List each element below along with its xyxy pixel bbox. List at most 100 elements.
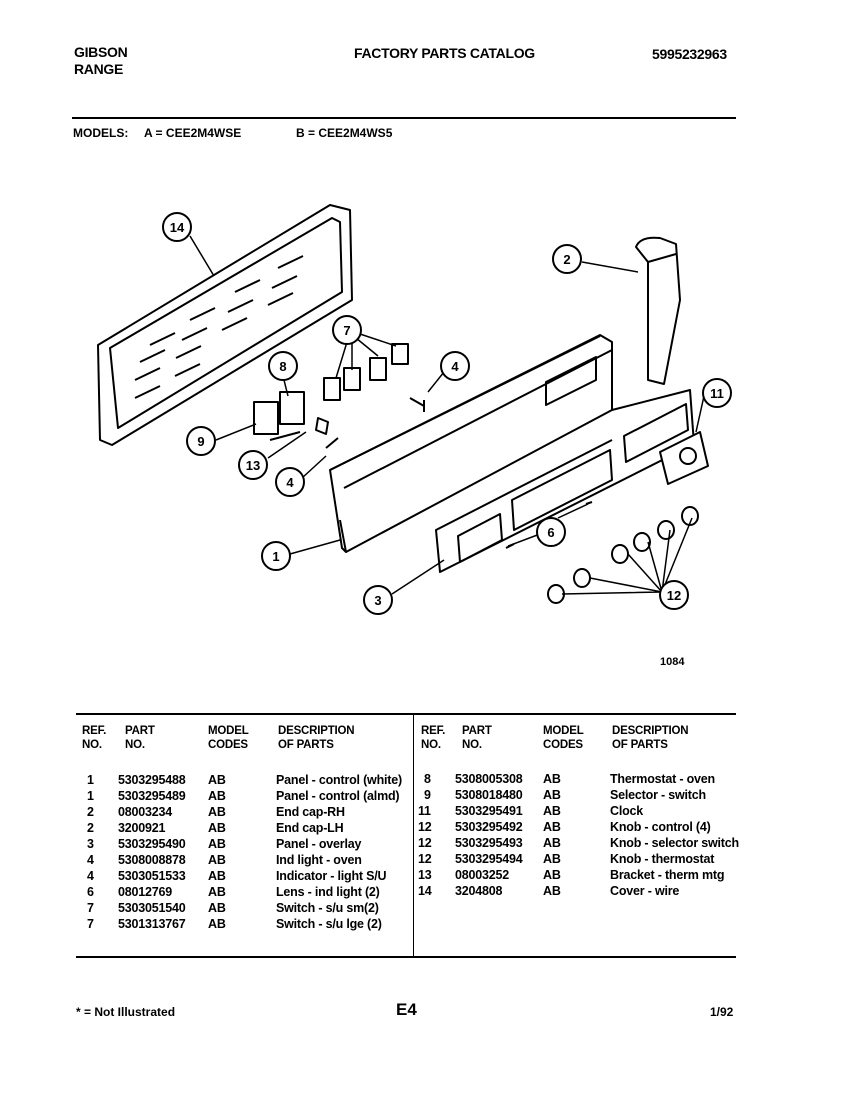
header-desc-2: OF PARTS [278,739,334,751]
header-model-1-right: MODEL [543,725,584,737]
callout-label: 1 [272,549,279,564]
table-divider [413,715,414,957]
callout-circle [659,580,689,610]
callout-label: 12 [667,588,681,603]
callout-circle [162,212,192,242]
codes-cell: AB [208,821,226,835]
indicator-light-part-2 [325,437,339,449]
desc-cell: Lens - ind light (2) [276,885,380,899]
brand-line-1: GIBSON [74,44,128,60]
part-cell: 08003252 [455,868,510,882]
part-cell: 5303295492 [455,820,523,834]
codes-cell: AB [543,868,561,882]
callout-label: 11 [710,386,724,401]
callout-label: 3 [374,593,381,608]
callout-label: 7 [343,323,350,338]
callout-circle [536,517,566,547]
codes-cell: AB [208,805,226,819]
codes-cell: AB [208,773,226,787]
callout-circle [332,315,362,345]
page-number: E4 [396,1000,417,1019]
model-b: B = CEE2M4WS5 [296,126,393,140]
part-cell: 3200921 [118,821,166,835]
callout-circle [186,426,216,456]
callout-label: 13 [246,458,260,473]
desc-cell: Panel - control (almd) [276,789,400,803]
header-part-1-right: PART [462,725,492,737]
ref-cell: 12 [418,820,432,834]
control-panel-part [329,334,695,573]
callout-label: 9 [197,434,204,449]
part-cell: 5303051540 [118,901,186,915]
ref-cell: 2 [87,805,94,819]
codes-cell: AB [543,820,561,834]
part-cell: 5303295494 [455,852,523,866]
codes-cell: AB [208,869,226,883]
codes-cell: AB [543,836,561,850]
part-cell: 5303295490 [118,837,186,851]
part-cell: 5303295493 [455,836,523,850]
ref-cell: 3 [87,837,94,851]
callout-label: 14 [170,220,185,235]
codes-cell: AB [208,789,226,803]
exploded-parts-diagram: 14 7 2 8 4 11 9 13 4 6 1 12 3 1084 [97,204,732,668]
header-ref-1: REF. [82,725,107,737]
header-part-2: NO. [125,739,145,751]
ref-cell: 8 [424,772,431,786]
clock-part [659,431,709,485]
desc-cell: Indicator - light S/U [276,869,387,883]
codes-cell: AB [543,804,561,818]
desc-cell: Clock [610,804,644,818]
callout-circle [702,378,732,408]
table-top-rule [76,713,736,715]
part-cell: 08012769 [118,885,173,899]
callout-circle [552,244,582,274]
part-cell: 5308018480 [455,788,523,802]
callout-circle [268,351,298,381]
desc-cell: Panel - overlay [276,837,362,851]
callout-circle [261,541,291,571]
leader-lines [189,235,705,595]
ref-cell: 14 [418,884,432,898]
header-desc-1: DESCRIPTION [278,725,355,737]
desc-cell: Ind light - oven [276,853,362,867]
ref-cell: 12 [418,836,432,850]
desc-cell: End cap-LH [276,821,344,835]
switches-part [323,343,409,401]
ref-cell: 12 [418,852,432,866]
callout-label: 4 [451,359,459,374]
ref-cell: 2 [87,821,94,835]
drawing-number: 1084 [660,656,685,668]
callout-markers [162,212,732,615]
footnote: * = Not Illustrated [76,1005,176,1019]
callout-circle [275,467,305,497]
part-cell: 5303295491 [455,804,523,818]
ref-cell: 6 [87,885,94,899]
catalog-number: 5995232963 [652,46,727,62]
callout-label: 8 [279,359,286,374]
header-model-2: CODES [208,739,248,751]
header-model-2-right: CODES [543,739,583,751]
part-cell: 5303295489 [118,789,186,803]
header-ref-2-right: NO. [421,739,441,751]
header-model-1: MODEL [208,725,249,737]
part-cell: 5303295488 [118,773,186,787]
ref-cell: 11 [418,804,431,818]
header-ref-2: NO. [82,739,102,751]
desc-cell: Panel - control (white) [276,773,402,787]
bracket-part [315,417,329,435]
desc-cell: Knob - selector switch [610,836,739,850]
wire-cover-part [97,204,353,446]
callout-circle [238,450,268,480]
part-cell: 5301313767 [118,917,186,931]
desc-cell: Cover - wire [610,884,680,898]
part-cell: 5303051533 [118,869,186,883]
codes-cell: AB [543,772,561,786]
codes-cell: AB [543,852,561,866]
desc-cell: Switch - s/u lge (2) [276,917,382,931]
callout-label: 2 [563,252,570,267]
model-a: A = CEE2M4WSE [144,126,242,140]
ref-cell: 4 [87,853,94,867]
knobs-part [547,506,699,604]
models-label: MODELS: [73,126,129,140]
